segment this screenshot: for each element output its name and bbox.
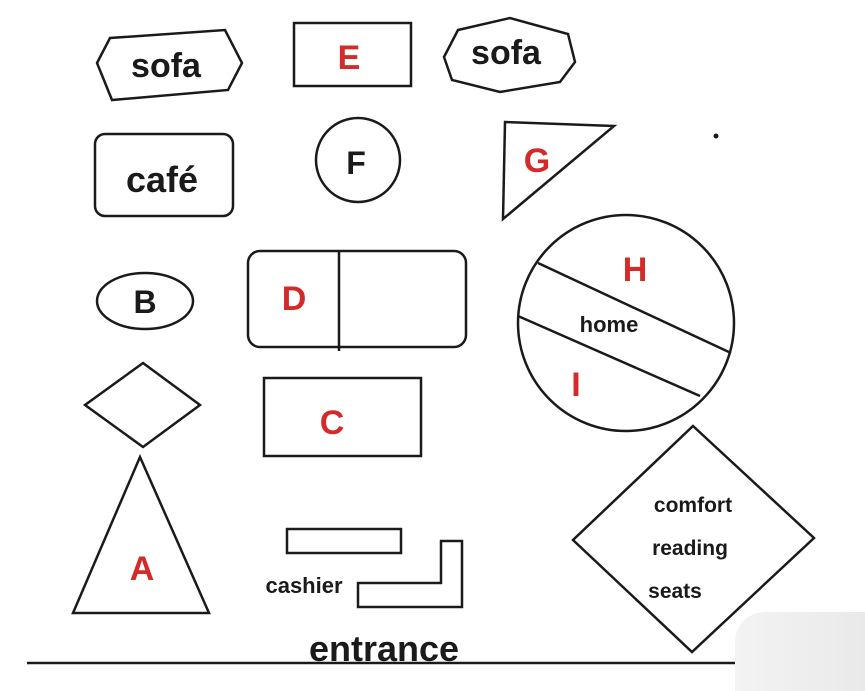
label-c: C [320,404,345,442]
label-i: I [571,366,580,404]
cafe-label: café [126,159,198,200]
label-a: A [130,550,155,588]
watermark-patch [735,612,865,691]
small-diamond [82,361,203,449]
home-line-upper [537,261,732,355]
label-home: home [580,312,639,337]
cashier-counter-top [285,527,403,555]
label-f: F [346,145,366,181]
sofa-left-shape [95,28,244,102]
cashier-counter-l [356,539,464,609]
stray-dot [713,133,719,139]
triangle-g [501,120,618,222]
box-d [246,249,468,349]
label-d: D [282,280,307,318]
box-c [262,376,423,458]
sofa-right-shape [442,16,577,94]
label-reading: reading [652,537,728,560]
triangle-a [71,453,211,615]
sofa-left-label: sofa [131,47,202,85]
label-e: E [338,39,361,77]
box-e [292,21,413,88]
label-cashier: cashier [265,573,342,598]
cafe-box [93,132,235,218]
circle-home [516,213,736,433]
home-line-lower [517,314,701,398]
label-g: G [524,142,550,180]
ellipse-b [95,271,195,331]
label-seats: seats [648,580,702,603]
sofa-right-label: sofa [471,34,542,72]
label-comfort: comfort [654,494,732,517]
label-b: B [133,284,156,320]
label-entrance: entrance [309,628,459,669]
label-h: H [623,251,648,289]
circle-f [314,116,402,204]
reading-diamond [571,424,816,654]
